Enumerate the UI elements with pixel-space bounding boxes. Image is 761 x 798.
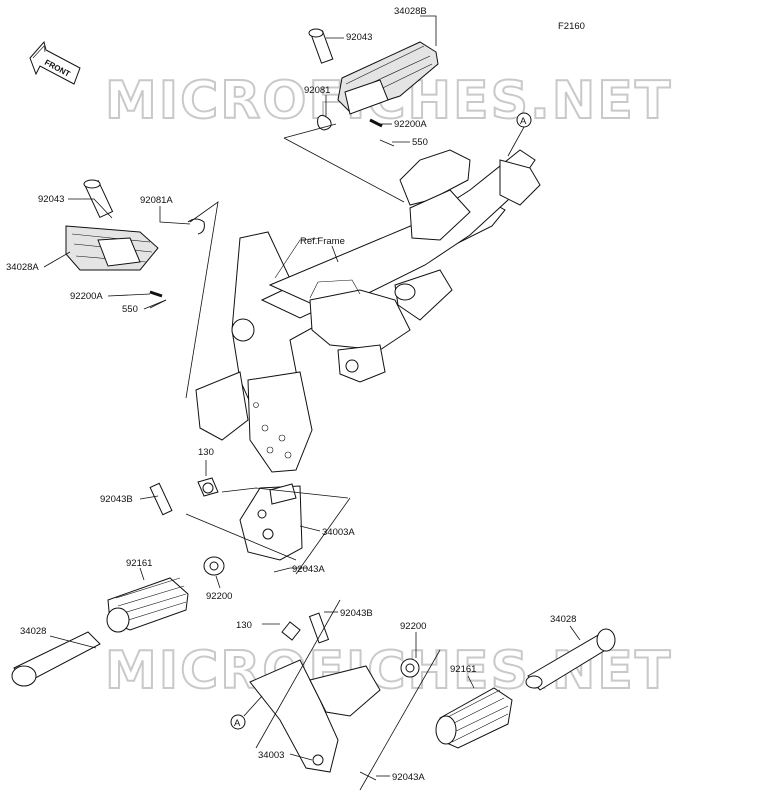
callout-550-left: 550 [122,304,138,315]
callout-92043B-mid: 92043B [100,494,133,505]
callout-34003: 34003 [258,750,284,761]
callout-550-top: 550 [412,137,428,148]
leader-lines [43,15,581,791]
callout-92043-top: 92043 [346,32,372,43]
callout-92081-top: 92081 [304,85,330,96]
frame-reference: Ref.Frame [195,149,541,473]
callout-92200-left: 92200 [206,591,232,602]
figure-code: F2160 [558,21,585,32]
ref-frame-label: Ref.Frame [300,236,345,247]
bracket-34003a [149,477,303,573]
callout-92161-right: 92161 [450,664,476,675]
callout-34028-right: 34028 [550,614,576,625]
footpeg-assembly-top-right [308,28,439,147]
callout-92161-left: 92161 [126,558,152,569]
callout-92081A-left: 92081A [140,195,173,206]
svg-text:A: A [520,116,527,127]
callout-92200-right: 92200 [400,621,426,632]
callout-92200A-top: 92200A [394,119,427,130]
footrest-rubber-left [11,556,225,687]
front-arrow-icon: FRONT [29,40,81,85]
callout-130-low: 130 [236,620,252,631]
callout-92043B-low: 92043B [340,608,373,619]
ref-marker-a-top: A [507,112,532,157]
callout-92043A-mid: 92043A [292,564,325,575]
footpeg-assembly-left [65,179,205,309]
bracket-34003 [249,612,381,781]
callout-34028-left: 34028 [20,626,46,637]
callout-34003A: 34003A [322,527,355,538]
callout-92043-left: 92043 [38,194,64,205]
callout-labels: 34028B 92043 92081 92200A 550 92043 9208… [6,6,576,783]
callout-34028B-top: 34028B [394,6,427,17]
callout-92200A-left: 92200A [70,291,103,302]
ref-marker-a-bottom: A [230,695,263,730]
callout-92043A-low: 92043A [392,772,425,783]
callout-34028A-left: 34028A [6,262,39,273]
footrest-rubber-right [400,628,616,749]
svg-text:A: A [234,718,241,729]
callout-130-mid: 130 [198,447,214,458]
